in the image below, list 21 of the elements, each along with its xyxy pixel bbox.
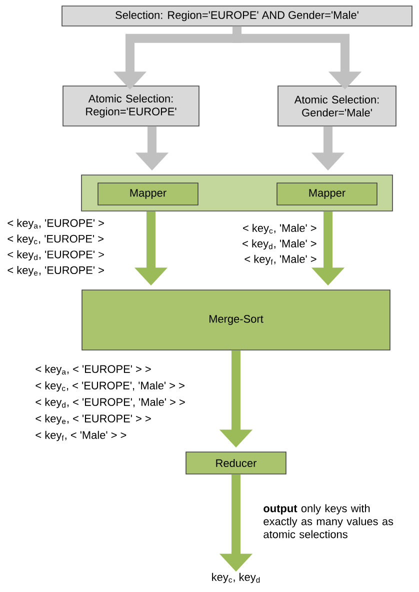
key-value-pair: < key$_{d}$, < 'EUROPE', 'Male' > >: [36, 398, 185, 408]
edge-label: output only keys with exactly as many values as atomic selections: [264, 504, 394, 538]
key-value-pair: < key$_{e}$, < 'EUROPE' > >: [36, 414, 151, 425]
mapper-box: Mapper: [98, 182, 198, 206]
key-value-pair: < key$_{a}$, < 'EUROPE' > >: [36, 364, 151, 376]
key-value-pair: < key$_{d}$, 'EUROPE' >: [8, 250, 104, 260]
selection-box: Atomic Selection: Gender='Male': [278, 86, 396, 126]
key-value-pair: < key$_{f}$, 'Male' >: [244, 254, 316, 266]
reducer-box: Reducer: [186, 452, 286, 474]
selection-box: Selection: Region='EUROPE' AND Gender='Male': [62, 6, 412, 26]
key-value-pair: < key$_{d}$, 'Male' >: [242, 239, 316, 250]
key-value-pair: < key$_{a}$, 'EUROPE' >: [8, 218, 104, 230]
key-value-pair: < key$_{c}$, 'Male' >: [243, 224, 316, 234]
selection-box: Atomic Selection: Region='EUROPE': [62, 86, 200, 126]
key-value-pair: < key$_{f}$, < 'Male' > >: [36, 430, 126, 442]
merge-sort-box: Merge-Sort: [82, 290, 390, 350]
key-value-pair: < key$_{c}$, 'EUROPE' >: [8, 234, 104, 245]
key-value-pair: < key$_{e}$, 'EUROPE' >: [8, 266, 104, 276]
mapper-box: Mapper: [276, 182, 378, 206]
result-text: key$_{c}$, key$_{d}$: [212, 572, 260, 584]
key-value-pair: < key$_{c}$, < 'EUROPE', 'Male' > >: [36, 381, 184, 392]
